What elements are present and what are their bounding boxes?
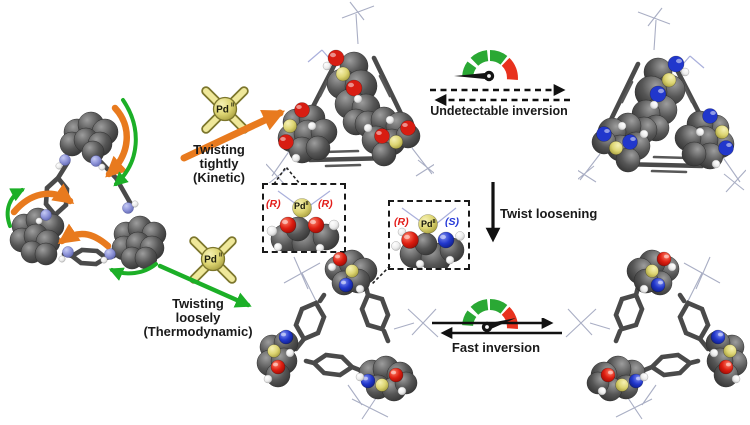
kinetic-path-label: Twisting tightly (Kinetic) [176,143,262,185]
inset-heterochiral-box: (R) PdII (S) [388,200,470,274]
thermodynamic-path-label: Twisting loosely (Thermodynamic) [140,297,256,339]
speedometer-fast-icon [462,298,518,333]
speedometer-slow-icon [454,49,518,82]
pd-symbol: Pd [216,105,229,116]
descriptor-left: (R) [394,216,409,228]
inset-pointer-heterochiral [371,265,391,285]
inset-heterochiral-fragment [391,207,465,274]
kinetic-label: Twisting tightly [193,142,245,171]
gauge-needle [454,72,489,80]
thermodynamic-label: Twisting loosely [172,296,224,325]
twist-direction-arrows-green [5,98,158,281]
twist-direction-arrows-orange [10,104,130,250]
bottom-equilibrium-label: Fast inversion [451,340,541,355]
kinetic-arrow [180,109,286,162]
pd-reagent-icon: Pd II [197,83,253,139]
kinetic-sublabel: (Kinetic) [193,170,245,185]
inset-pointer-homochiral [273,165,301,185]
top-equilibrium-label: Undetectable inversion [430,104,568,118]
pd-oxidation-state: II [231,103,235,109]
pd-mini-label: PdII [294,201,309,211]
descriptor-left: (R) [266,198,281,210]
twist-loosening-arrow [485,182,501,243]
pd-symbol: Pd [204,255,217,266]
thermodynamic-sublabel: (Thermodynamic) [143,324,253,339]
loose-cage-structure-right [560,243,748,425]
equilibrium-arrows-solid [432,318,562,339]
inset-homochiral-box: (R) PdII (R) [262,183,346,260]
thermodynamic-arrow [157,263,252,308]
pd-oxidation-state: II [219,253,223,259]
descriptor-right: (R) [318,198,333,210]
tight-cage-ss-structure [578,6,746,204]
descriptor-right: (S) [445,216,459,228]
pd-reagent-icon-2: Pd II [185,233,243,291]
inset-homochiral-fragment [266,190,340,260]
equilibrium-arrows-dashed [430,84,570,106]
macrocycle-ligand-structure [5,98,167,281]
loose-cage-structure-left [256,243,444,425]
twist-loosening-label: Twist loosening [500,206,598,221]
pd-mini-label: PdII [421,219,436,229]
